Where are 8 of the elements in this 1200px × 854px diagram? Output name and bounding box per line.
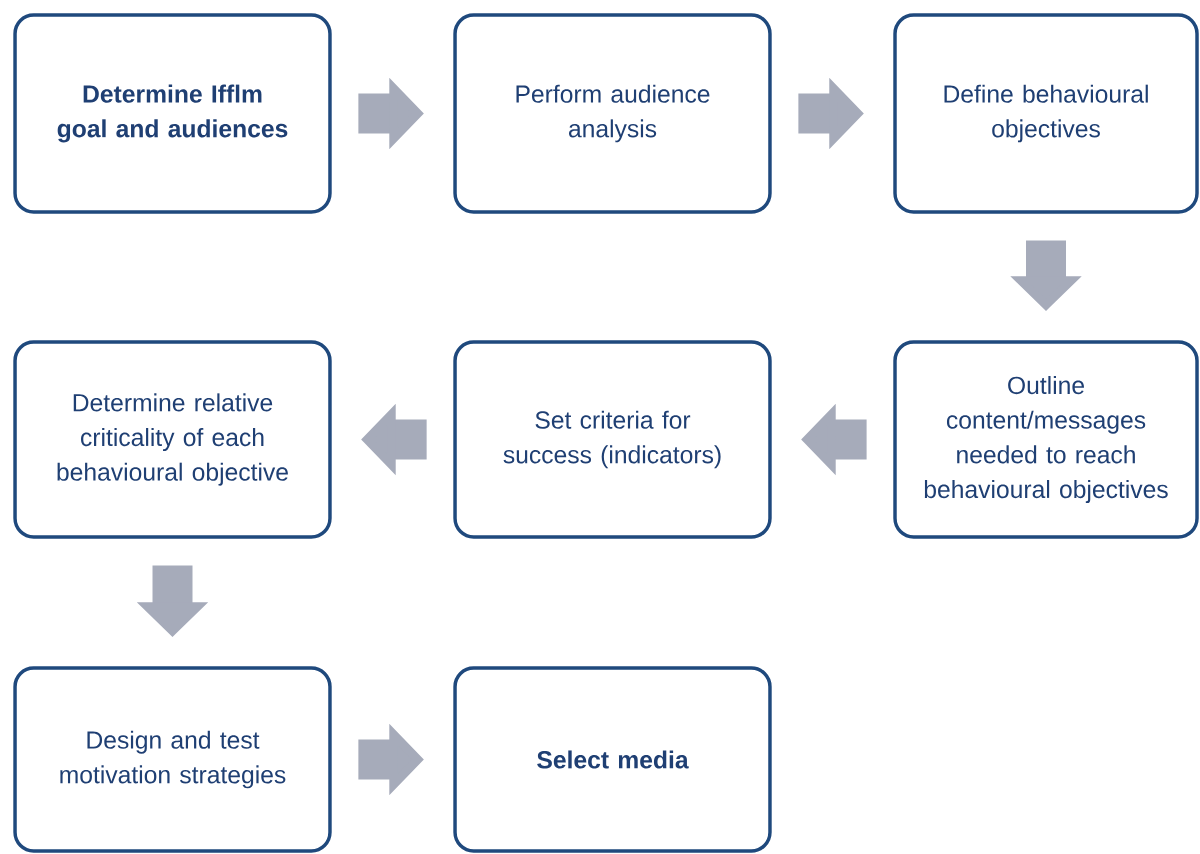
process-box: Define behavioural objectives <box>893 13 1199 214</box>
process-box: Outline content/messages needed to reach behavioural objectives <box>893 340 1199 539</box>
process-box: Determine Ifflm goal and audiences <box>13 13 332 214</box>
process-box: Design and test motivation strategies <box>13 666 332 853</box>
process-box: Set criteria for success (indicators) <box>453 340 772 539</box>
process-box: Determine relative criticality of each behavioural objective <box>13 340 332 539</box>
process-box: Select media <box>453 666 772 853</box>
process-box: Perform audience analysis <box>453 13 772 214</box>
